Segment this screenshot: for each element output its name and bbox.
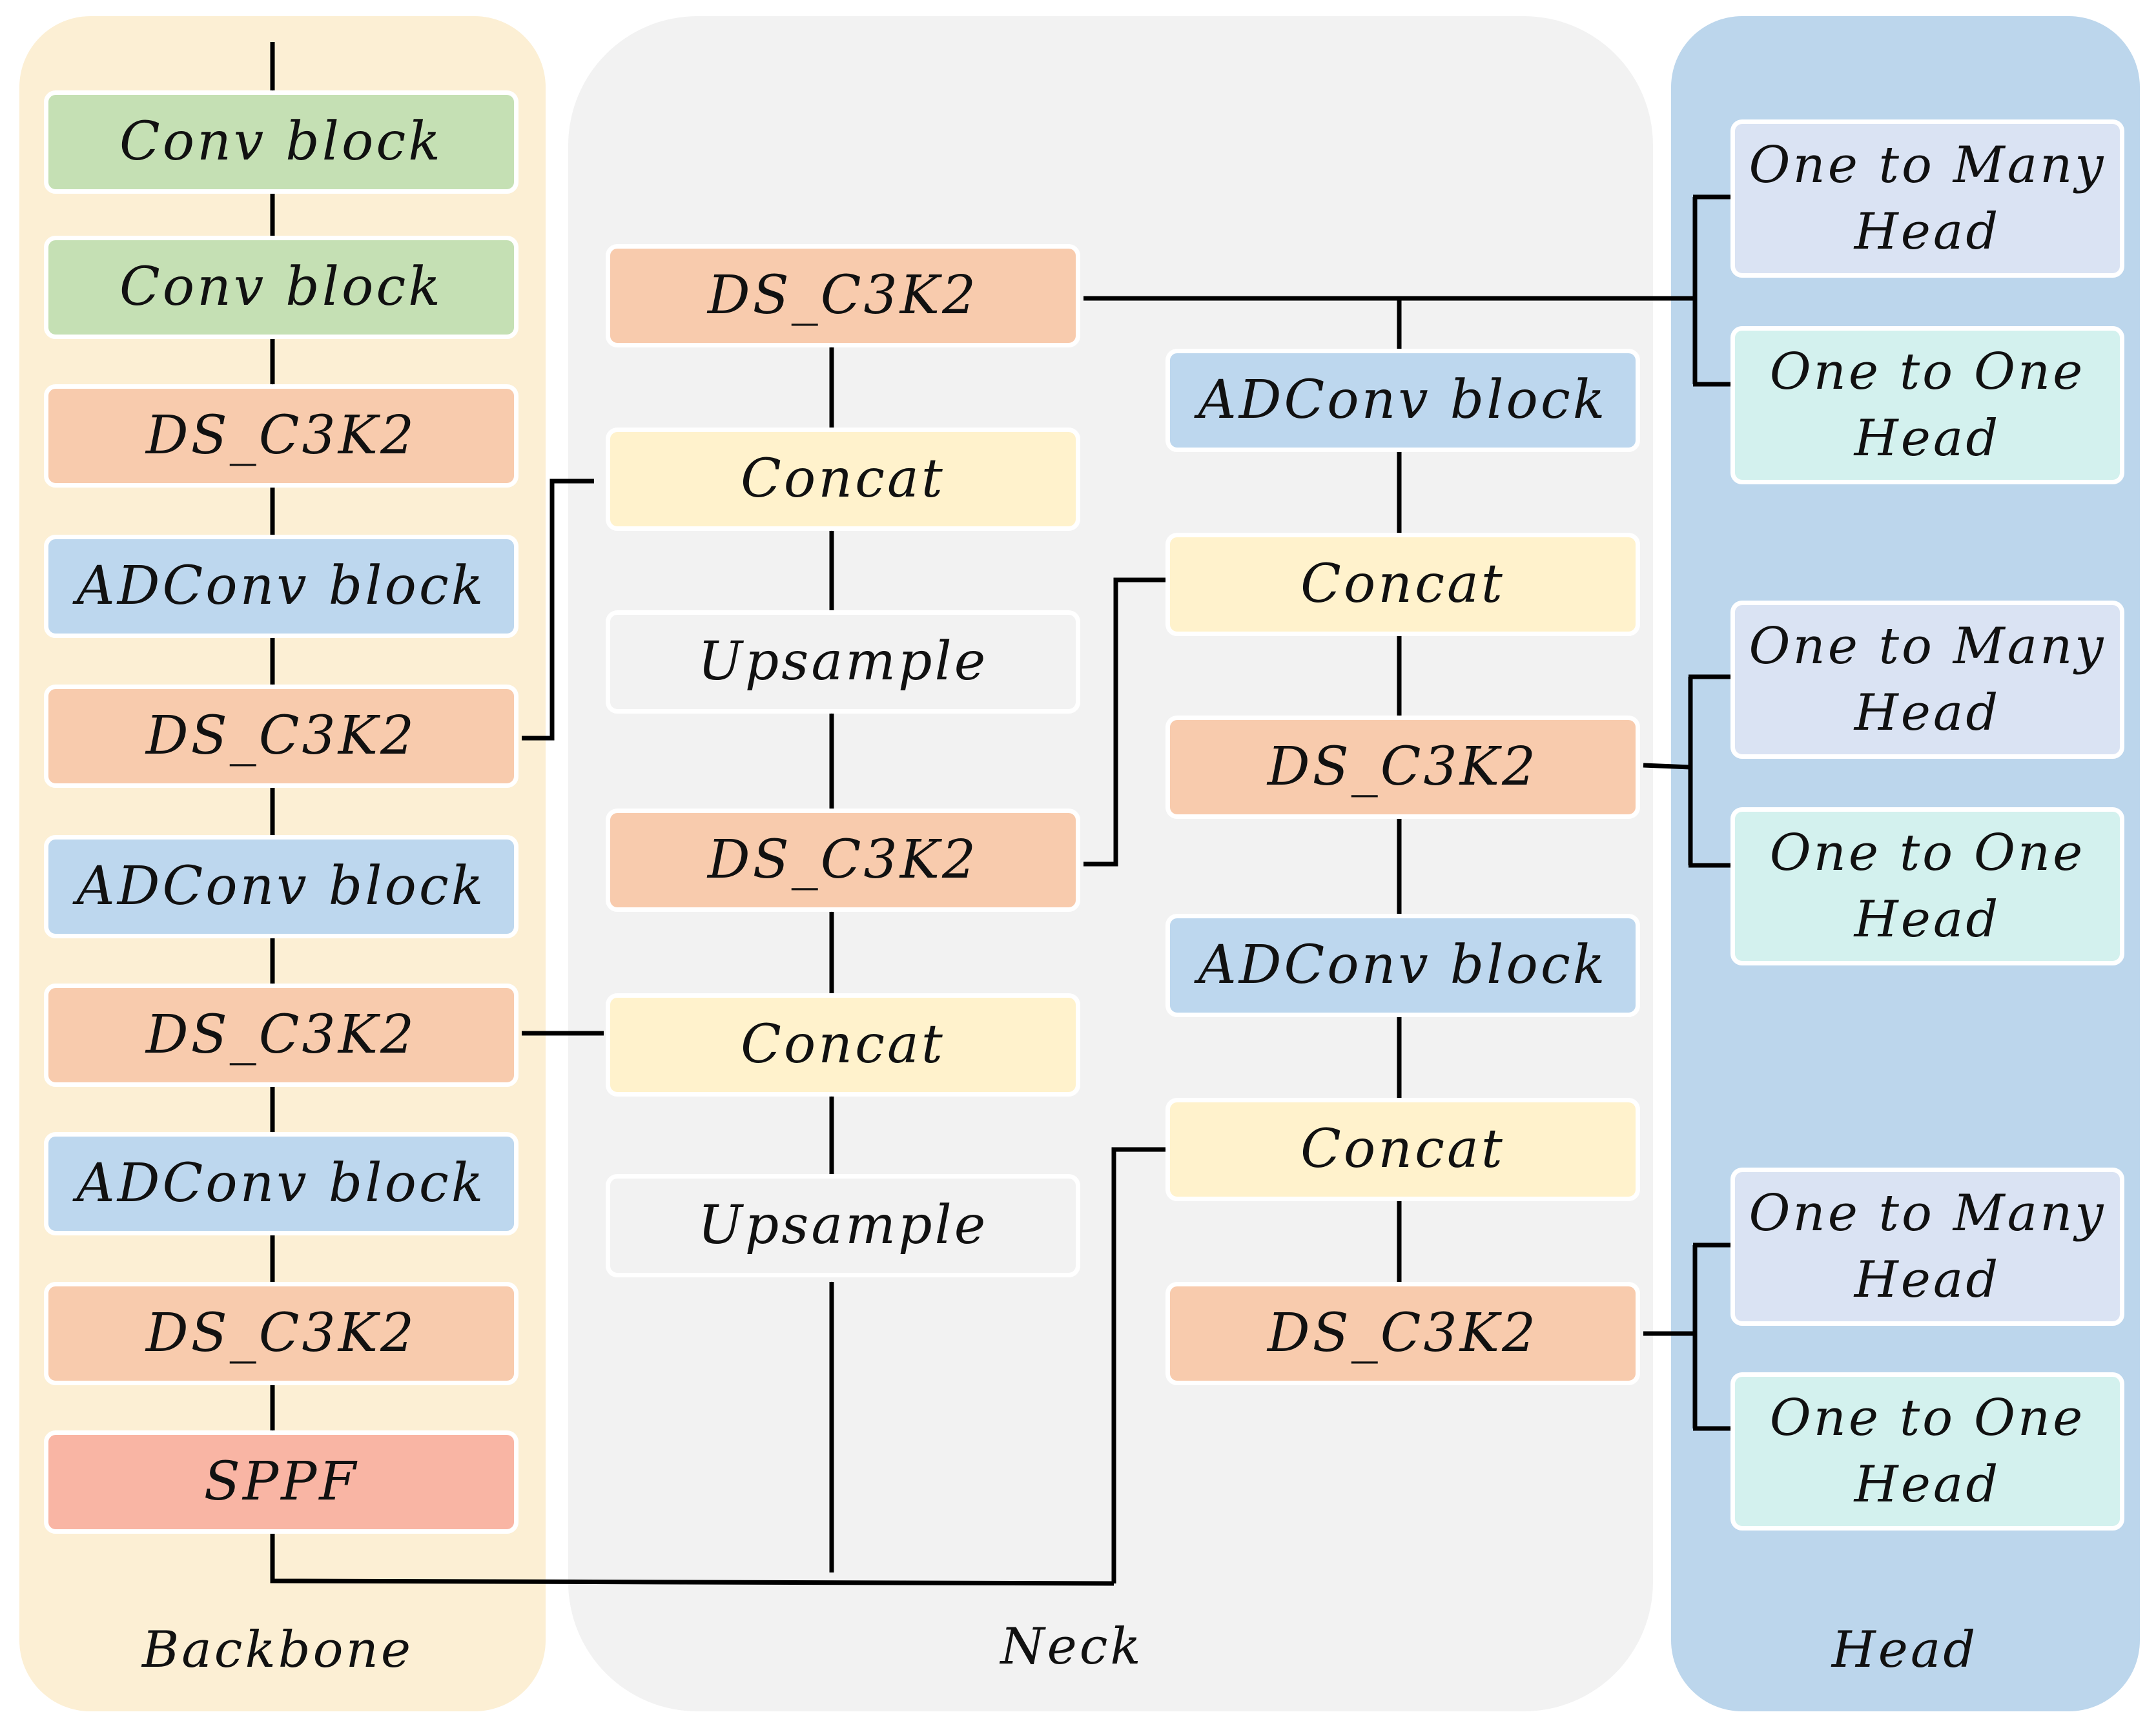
neck-upsample-b: Upsample: [606, 1174, 1080, 1277]
head-one-to-many-1: One to Many Head: [1730, 119, 2124, 278]
neck-concat-b: Concat: [606, 993, 1080, 1097]
head-label: Head: [1831, 1621, 1978, 1679]
neck-upsample-a: Upsample: [606, 610, 1080, 714]
backbone-sppf: SPPF: [44, 1430, 518, 1534]
neck-adconv-block-2: ADConv block: [1165, 914, 1640, 1017]
backbone-adconv-block-1: ADConv block: [44, 535, 518, 638]
backbone-ds-c3k2-3: DS_C3K2: [44, 984, 518, 1087]
wire-ds-r1-head: [1643, 763, 1691, 770]
neck-ds-c3k2-r2: DS_C3K2: [1165, 1282, 1640, 1385]
head-one-to-one-1: One to One Head: [1730, 326, 2124, 484]
head-one-to-many-3: One to Many Head: [1730, 1168, 2124, 1326]
backbone-conv-block-2: Conv block: [44, 236, 518, 339]
head-one-to-one-2: One to One Head: [1730, 807, 2124, 965]
neck-concat-a: Concat: [606, 428, 1080, 531]
backbone-ds-c3k2-2: DS_C3K2: [44, 685, 518, 788]
backbone-ds-c3k2-1: DS_C3K2: [44, 384, 518, 488]
backbone-label: Backbone: [141, 1621, 414, 1679]
neck-ds-c3k2-top: DS_C3K2: [606, 244, 1080, 347]
neck-ds-c3k2-r1: DS_C3K2: [1165, 716, 1640, 819]
arrow-sppf-concat-r2: [1111, 1147, 1166, 1583]
backbone-ds-c3k2-4: DS_C3K2: [44, 1282, 518, 1385]
head-one-to-many-2: One to Many Head: [1730, 601, 2124, 759]
arrow-ds-mid-concat-r1: [1083, 577, 1166, 867]
head-one-to-one-3: One to One Head: [1730, 1372, 2124, 1531]
neck-ds-c3k2-mid: DS_C3K2: [606, 809, 1080, 912]
neck-concat-r2: Concat: [1165, 1098, 1640, 1201]
neck-adconv-block-1: ADConv block: [1165, 349, 1640, 452]
backbone-conv-block-1: Conv block: [44, 90, 518, 194]
neck-concat-r1: Concat: [1165, 533, 1640, 636]
backbone-adconv-block-2: ADConv block: [44, 835, 518, 938]
arrow-ds2-concat-a: [522, 479, 595, 741]
neck-label: Neck: [1000, 1618, 1144, 1676]
wire-sppf-bottom: [270, 1534, 1114, 1586]
backbone-adconv-block-3: ADConv block: [44, 1132, 518, 1235]
